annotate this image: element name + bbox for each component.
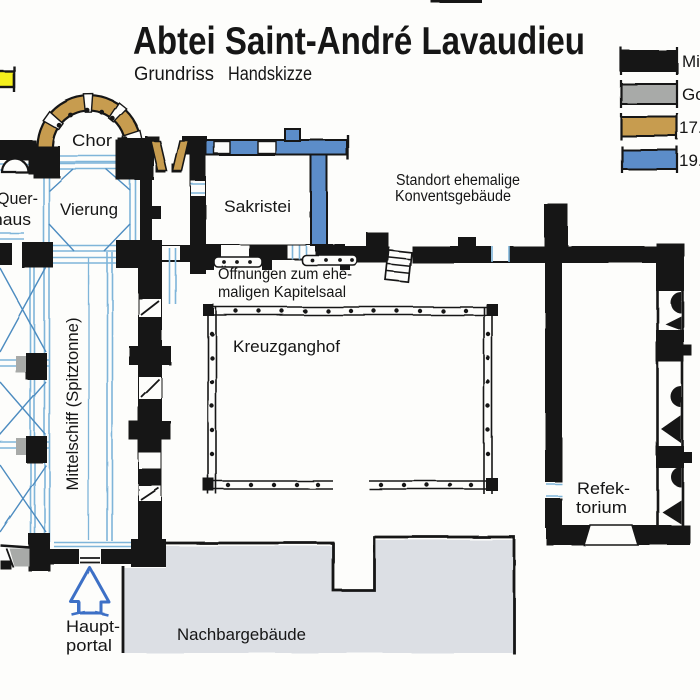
legend-swatch-medieval xyxy=(620,50,678,72)
door-ticks xyxy=(5,300,160,568)
label-chor: Chor xyxy=(72,131,112,150)
blue-wall-windows xyxy=(213,140,277,155)
label-mittelschiff: Mittelschiff (Spitztonne) xyxy=(63,318,82,491)
plan-texts: Abtei Saint-André Lavaudieu Grundriss Ha… xyxy=(0,20,630,655)
neighbor-building-outline xyxy=(121,535,516,654)
page-title: Abtei Saint-André Lavaudieu xyxy=(133,20,585,63)
label-refektorium-line1: Refek- xyxy=(577,479,630,498)
side-chapel-tan xyxy=(149,140,191,172)
chapterhouse-arcade xyxy=(213,254,358,268)
label-nachbargebaeude: Nachbargebäude xyxy=(177,625,306,644)
refectory-window-niches xyxy=(661,292,681,524)
label-querhaus-line1: Quer- xyxy=(0,189,38,208)
refectory-east-wall-lines xyxy=(656,243,684,545)
neighbor-building-area xyxy=(124,540,513,653)
plan-group xyxy=(0,0,692,654)
window-lines xyxy=(168,183,562,497)
subtitle-word1: Grundriss xyxy=(134,64,214,85)
label-standort-line1: Standort ehemalige xyxy=(396,172,520,189)
label-hauptportal-line1: Haupt- xyxy=(66,617,120,636)
legend-swatch-19c xyxy=(621,149,678,170)
legend-label-17c: 17. xyxy=(679,118,700,137)
aisle-south-line xyxy=(0,543,31,549)
label-standort-line2: Konventsgebäude xyxy=(395,188,511,205)
label-querhaus-line2: haus xyxy=(0,210,31,229)
gothic-gray-parts xyxy=(9,356,29,566)
label-sakristei: Sakristei xyxy=(224,197,291,216)
legend: Mi Go 17. 19. xyxy=(0,47,700,173)
legend-swatch-17c xyxy=(620,116,678,137)
label-refektorium-line2: torium xyxy=(576,498,627,517)
legend-swatch-gothic xyxy=(620,83,678,105)
legend-label-medieval: Mi xyxy=(682,52,700,71)
stairs-symbol xyxy=(384,248,413,284)
label-oeffnungen-line1: Öffnungen zum ehe- xyxy=(218,265,352,283)
label-oeffnungen-line2: maligen Kapitelsaal xyxy=(218,284,346,301)
subtitle-word2: Handskizze xyxy=(228,64,312,85)
label-hauptportal-line2: portal xyxy=(66,636,112,655)
legend-label-19c: 19. xyxy=(679,151,700,170)
legend-swatch-yellow-cut xyxy=(0,66,16,92)
legend-label-gothic: Go xyxy=(682,85,700,104)
cloister-colonnade xyxy=(203,304,498,494)
label-vierung: Vierung xyxy=(60,200,118,219)
label-kreuzganghof: Kreuzganghof xyxy=(233,337,340,356)
main-portal-arrow xyxy=(69,566,111,617)
